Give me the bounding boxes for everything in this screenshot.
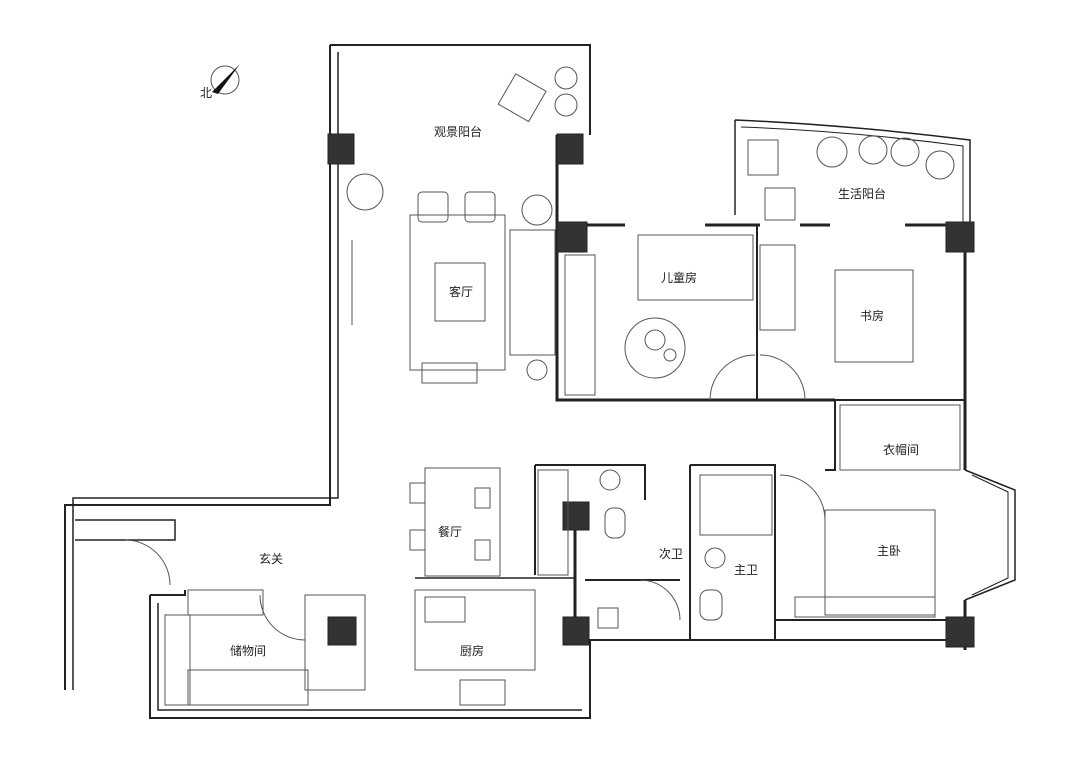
room-label-study: 书房 (860, 308, 884, 323)
room-label-entrance: 玄关 (259, 551, 283, 566)
room-label-dining-room: 餐厅 (438, 524, 462, 539)
room-label-master-bathroom: 主卫 (734, 563, 758, 577)
furniture (124, 66, 961, 706)
room-label-kitchen: 厨房 (460, 643, 484, 658)
compass-north-label: 北 (200, 86, 212, 100)
room-label-living-room: 客厅 (449, 284, 473, 299)
exterior-walls (64, 44, 1016, 719)
room-label-utility-balcony: 生活阳台 (838, 186, 886, 201)
room-label-kids-room: 儿童房 (661, 270, 697, 285)
compass-icon (210, 64, 240, 95)
structural-columns (327, 133, 975, 648)
room-label-second-bathroom: 次卫 (659, 547, 683, 561)
room-label-walk-in-closet: 衣帽间 (883, 442, 919, 457)
room-label-master-bedroom: 主卧 (877, 544, 901, 558)
room-label-view-balcony: 观景阳台 (434, 124, 482, 139)
room-label-storage-room: 储物间 (230, 643, 266, 658)
